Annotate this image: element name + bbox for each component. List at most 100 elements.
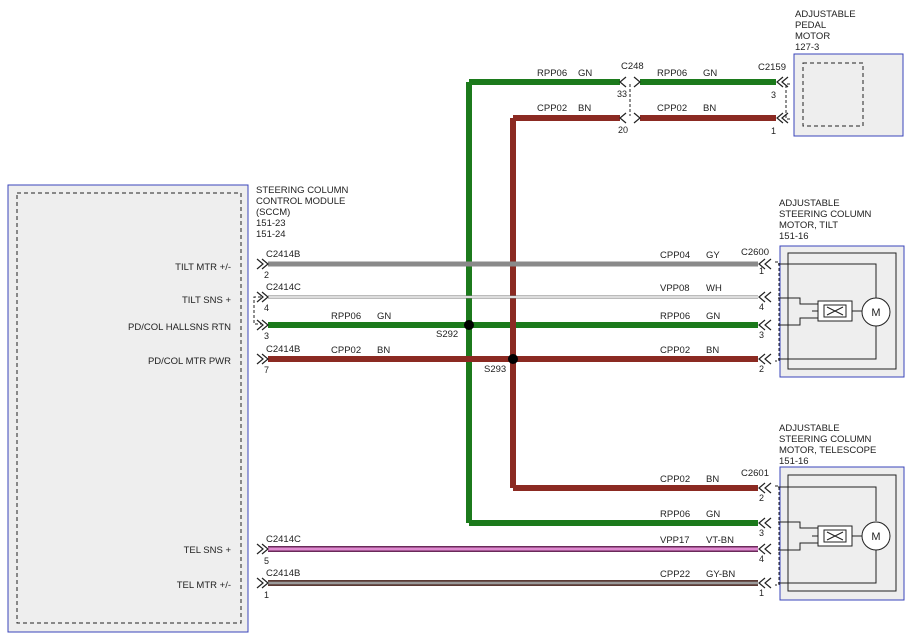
color-bn-top-right: BN (703, 103, 716, 114)
tel-pin-rpp06: 3 (759, 528, 764, 538)
pedal-pin-rpp06: 3 (771, 90, 776, 100)
sccm-pin-tilt-sns: 4 (264, 303, 269, 313)
tilt-hall-sensor-cross (826, 306, 844, 316)
telescope-motor-title-line-2: STEERING COLUMN (779, 434, 872, 445)
color-bn-mtr-pwr-right: BN (706, 345, 719, 356)
label-tilt-mtr: TILT MTR +/- (175, 262, 231, 273)
circuit-cpp02-telescope: CPP02 (660, 474, 690, 485)
circuit-vpp17: VPP17 (660, 535, 690, 546)
telescope-motor-module: ADJUSTABLE STEERING COLUMN MOTOR, TELESC… (778, 423, 905, 601)
pedal-motor-title-line-1: ADJUSTABLE (795, 9, 856, 20)
c2414b-label-mtr-pwr: C2414B (266, 344, 300, 355)
pedal-motor-box (793, 53, 904, 137)
tel-motor-symbol: M (871, 531, 880, 543)
sccm-title-line-4: 151-23 (256, 218, 286, 229)
tilt-pin-rpp06: 3 (759, 330, 764, 340)
tel-internal-wire-4 (778, 542, 818, 551)
pedal-motor-module: ADJUSTABLE PEDAL MOTOR 127-3 (793, 9, 904, 137)
splice-s292-label: S292 (436, 329, 458, 340)
c2414b-label-tel-mtr: C2414B (266, 568, 300, 579)
tel-internal-wire-1 (778, 486, 877, 521)
c248-pin-cpp02: 20 (618, 125, 628, 135)
sccm-pin-hallsns-rtn: 3 (264, 331, 269, 341)
sccm-title-line-1: STEERING COLUMN (256, 185, 349, 196)
color-gn-top-left: GN (578, 68, 592, 79)
label-tel-mtr: TEL MTR +/- (177, 580, 231, 591)
circuit-rpp06-hallsns-left: RPP06 (331, 311, 361, 322)
sccm-inner-dashed (16, 192, 242, 624)
tilt-pin-cpp02: 2 (759, 364, 764, 374)
circuit-rpp06-telescope: RPP06 (660, 509, 690, 520)
sccm-title-line-2: CONTROL MODULE (256, 196, 345, 207)
tel-hall-sensor-cross (826, 531, 844, 541)
label-hallsns-rtn: PD/COL HALLSNS RTN (128, 322, 231, 333)
c248-pin-rpp06: 33 (617, 89, 627, 99)
pedal-motor-title-line-4: 127-3 (795, 42, 819, 53)
pedal-motor-inner-dashed (802, 62, 864, 127)
tel-internal-wire-2 (778, 550, 877, 584)
c2600-group-dashed (775, 261, 780, 362)
sccm-pin-tel-sns: 5 (264, 556, 269, 566)
color-wh: WH (706, 283, 722, 294)
circuit-cpp02-top-left: CPP02 (537, 103, 567, 114)
circuit-rpp06-top-right: RPP06 (657, 68, 687, 79)
tilt-internal-wire-2 (778, 326, 877, 360)
circuit-cpp02-mtr-pwr-left: CPP02 (331, 345, 361, 356)
splice-s293-label: S293 (484, 364, 506, 375)
label-tilt-sns: TILT SNS + (182, 295, 231, 306)
sccm-pin-tilt-mtr: 2 (264, 270, 269, 280)
tilt-motor-module: ADJUSTABLE STEERING COLUMN MOTOR, TILT 1… (778, 198, 905, 378)
sccm-pin-tel-mtr: 1 (264, 590, 269, 600)
c2414b-label-tilt-mtr: C2414B (266, 249, 300, 260)
tilt-motor-title-line-4: 151-16 (779, 231, 809, 242)
tilt-motor-icon (861, 297, 891, 327)
c2159-group-dashed (785, 83, 790, 120)
circuit-vpp08: VPP08 (660, 283, 690, 294)
c2159-pin1-chevron (776, 112, 789, 124)
connector-c2159-label: C2159 (758, 62, 786, 73)
sccm-title-line-5: 151-24 (256, 229, 286, 240)
label-mtr-pwr: PD/COL MTR PWR (148, 356, 231, 367)
circuit-cpp02-mtr-pwr-right: CPP02 (660, 345, 690, 356)
connector-c2601-label: C2601 (741, 468, 769, 479)
pedal-motor-title-line-2: PEDAL (795, 20, 826, 31)
color-gn-top-right: GN (703, 68, 717, 79)
connector-c248-label: C248 (621, 61, 644, 72)
sccm-box (7, 184, 249, 633)
tilt-motor-title-line-3: MOTOR, TILT (779, 220, 838, 231)
sccm-title-line-3: (SCCM) (256, 207, 290, 218)
sccm-module: STEERING COLUMN CONTROL MODULE (SCCM) 15… (7, 184, 349, 633)
pedal-motor-title-line-3: MOTOR (795, 31, 830, 42)
c2414c-group-dashed (253, 296, 261, 325)
c2414c-label-tilt-sns: C2414C (266, 282, 301, 293)
color-gn-hallsns-left: GN (377, 311, 391, 322)
tilt-pin-vpp08: 4 (759, 302, 764, 312)
tel-pin-cpp02: 2 (759, 493, 764, 503)
circuit-cpp02-top-right: CPP02 (657, 103, 687, 114)
circuit-cpp22: CPP22 (660, 569, 690, 580)
color-bn-telescope: BN (706, 474, 719, 485)
circuit-rpp06-top-left: RPP06 (537, 68, 567, 79)
color-gn-hallsns-right: GN (706, 311, 720, 322)
tilt-internal-wire-1 (778, 263, 877, 298)
telescope-motor-title-line-3: MOTOR, TELESCOPE (779, 445, 876, 456)
c2159-pin3-chevron (776, 76, 789, 88)
splice-s292 (464, 320, 474, 330)
tilt-motor-symbol: M (871, 307, 880, 319)
color-gn-telescope: GN (706, 509, 720, 520)
c2601-group-dashed (775, 485, 780, 586)
splice-s293 (508, 354, 518, 364)
c2414c-label-tel-sns: C2414C (266, 534, 301, 545)
color-bn-mtr-pwr-left: BN (377, 345, 390, 356)
tel-pin-vpp17: 4 (759, 554, 764, 564)
color-vt-bn: VT-BN (706, 535, 734, 546)
tilt-motor-title-line-1: ADJUSTABLE (779, 198, 840, 209)
connector-c2600-label: C2600 (741, 247, 769, 258)
motor-pin-chevrons (758, 258, 772, 589)
tel-motor-icon (861, 521, 891, 551)
color-bn-top-left: BN (578, 103, 591, 114)
connector-c248 (619, 76, 641, 124)
color-gy: GY (706, 250, 720, 261)
tilt-pin-cpp04: 1 (759, 266, 764, 276)
